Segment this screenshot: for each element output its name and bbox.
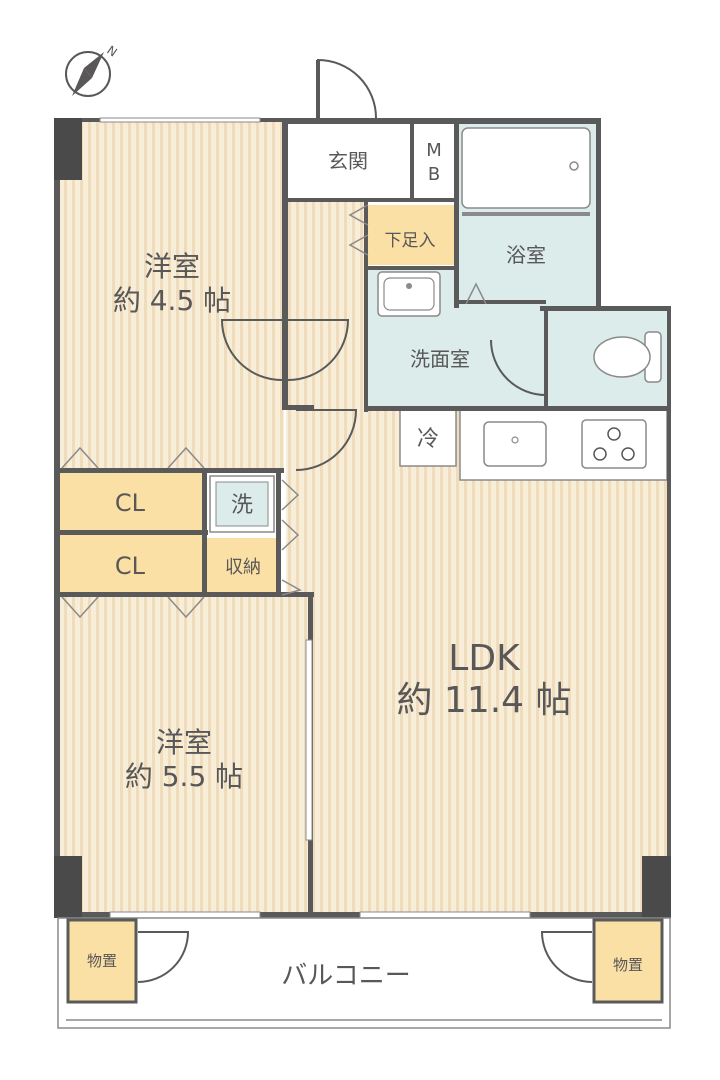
- kitchen-sink: [483, 421, 547, 467]
- closet-2-area: [58, 534, 204, 594]
- washroom-door-icon: [490, 339, 547, 397]
- closet-door-1-icon: [61, 446, 205, 469]
- outdoor-storage-right-area: [592, 918, 664, 1004]
- storage-door-icon: [281, 479, 302, 596]
- ldk-size: 約 11.4 帖: [396, 680, 571, 721]
- ldk-name: LDK: [448, 638, 521, 679]
- western-room-1-name: 洋室: [144, 250, 200, 283]
- outdoor-storage-left-area: [66, 918, 138, 1004]
- meter-box-label-b: B: [428, 164, 440, 185]
- storage-area: [206, 538, 280, 594]
- outdoor-storage-right-door-icon: [540, 931, 593, 983]
- western-room-2-floor: [58, 595, 310, 915]
- outdoor-storage-left-label: 物置: [87, 952, 117, 970]
- closet-1-area: [58, 472, 204, 530]
- room-1-door-icon: [220, 319, 283, 381]
- bathroom-label: 浴室: [506, 243, 546, 267]
- closet-2-label: CL: [115, 552, 146, 580]
- washer-label: 洗: [231, 493, 253, 518]
- storage-label: 収納: [225, 557, 261, 578]
- hallway-floor: [286, 200, 368, 410]
- compass-icon: N: [65, 43, 120, 97]
- svg-text:N: N: [104, 43, 119, 60]
- shoe-cabinet-door-icon: [348, 204, 369, 256]
- ldk-floor: [312, 410, 667, 915]
- washroom-label: 洗面室: [410, 347, 470, 371]
- outdoor-storage-left-door-icon: [137, 931, 190, 983]
- entrance-floor: [286, 122, 412, 200]
- shoe-storage-label: 下足入: [385, 231, 436, 251]
- western-room-1-floor: [58, 120, 284, 470]
- ldk-door-icon: [295, 409, 358, 471]
- refrigerator-label: 冷: [417, 427, 439, 452]
- meter-box-label-m: M: [426, 140, 442, 161]
- shoe-storage-area: [366, 205, 456, 265]
- hall-door-icon: [287, 319, 350, 381]
- western-room-2-size: 約 5.5 帖: [125, 760, 243, 793]
- closet-1-label: CL: [115, 489, 146, 517]
- entrance-label: 玄関: [328, 149, 368, 173]
- western-room-1-size: 約 4.5 帖: [113, 284, 231, 317]
- washroom-sink: [377, 271, 441, 317]
- bathtub: [461, 127, 591, 209]
- entrance-door-icon: [316, 58, 377, 120]
- balcony-area: [57, 917, 671, 1029]
- western-room-2-name: 洋室: [156, 726, 212, 759]
- stove-icon: [581, 419, 647, 469]
- toilet-icon: [593, 331, 662, 383]
- balcony-label: バルコニー: [281, 961, 410, 991]
- closet-door-2-icon: [61, 596, 205, 619]
- outdoor-storage-right-label: 物置: [613, 956, 643, 974]
- sliding-door: [305, 639, 313, 841]
- refrigerator-space: [399, 409, 457, 467]
